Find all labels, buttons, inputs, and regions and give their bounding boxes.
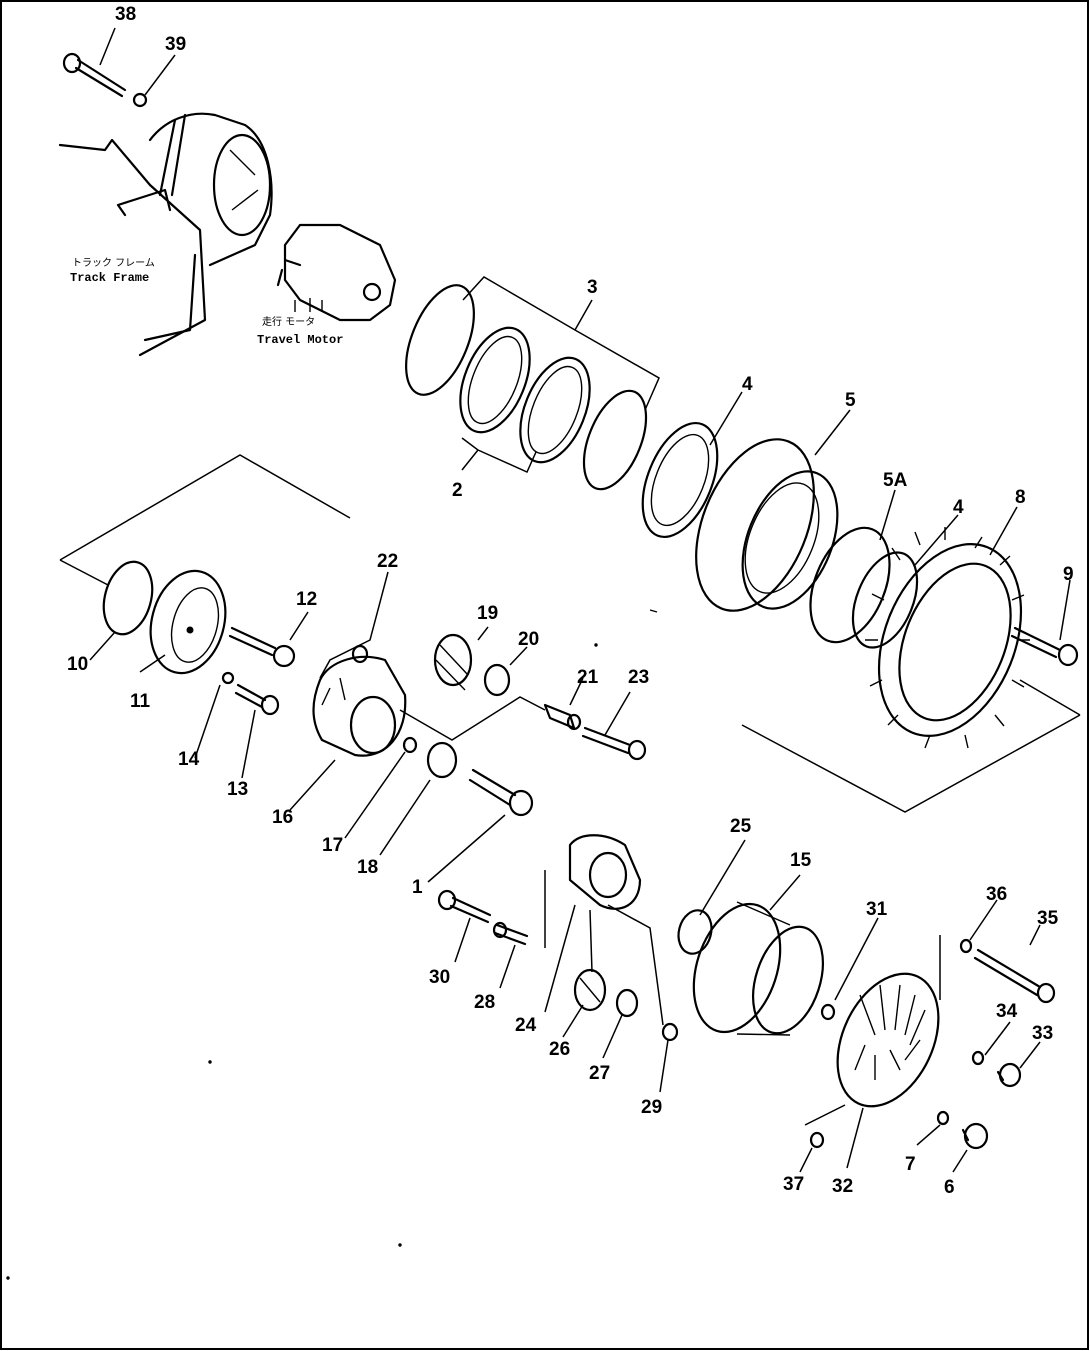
label-34: 34 xyxy=(996,1001,1018,1022)
leader-lines xyxy=(59,27,1081,1173)
plug-37 xyxy=(809,1131,825,1149)
track-frame-caption-jp: トラック フレーム xyxy=(72,257,155,269)
cover-11 xyxy=(149,569,227,675)
bolt-9 xyxy=(1010,626,1079,667)
label-19: 19 xyxy=(477,603,498,624)
washer-36 xyxy=(959,938,973,954)
pin-21 xyxy=(543,703,582,731)
bearing-20 xyxy=(483,663,511,697)
washer-14 xyxy=(221,671,235,685)
label-30: 30 xyxy=(429,967,450,988)
label-13: 13 xyxy=(227,779,248,800)
ring-10 xyxy=(102,560,154,636)
bolt-12 xyxy=(228,626,296,668)
ring-25 xyxy=(677,909,713,955)
label-31: 31 xyxy=(866,899,888,920)
washer-34 xyxy=(971,1050,985,1066)
label-38: 38 xyxy=(115,4,136,25)
cover-32 xyxy=(836,972,940,1108)
bearing-27 xyxy=(615,988,639,1018)
bolt-38 xyxy=(62,52,127,98)
label-14: 14 xyxy=(178,749,200,770)
plug-22 xyxy=(351,644,369,664)
hub-5 xyxy=(695,438,839,612)
label-3: 3 xyxy=(587,277,598,298)
travel-motor-caption-jp: 走行 モータ xyxy=(262,315,315,328)
plug-29 xyxy=(661,1022,679,1042)
washer-7 xyxy=(936,1110,950,1126)
label-1: 1 xyxy=(412,877,423,898)
label-10: 10 xyxy=(67,654,88,675)
bolt-35 xyxy=(973,948,1056,1004)
plug-33 xyxy=(996,1062,1022,1088)
washer-39 xyxy=(132,92,148,108)
label-17: 17 xyxy=(322,835,343,856)
carrier-16 xyxy=(312,655,407,757)
gear-19 xyxy=(433,633,473,691)
label-33: 33 xyxy=(1032,1023,1053,1044)
label-39: 39 xyxy=(165,34,186,55)
ring-gear-15 xyxy=(692,901,824,1036)
label-16: 16 xyxy=(272,807,293,828)
plug-31 xyxy=(820,1003,836,1021)
label-11: 11 xyxy=(130,691,151,712)
label-8: 8 xyxy=(1015,487,1026,508)
travel-motor-part xyxy=(276,223,397,322)
label-22: 22 xyxy=(377,551,398,572)
gear-26 xyxy=(573,968,607,1012)
label-9: 9 xyxy=(1063,564,1074,585)
bearing-18 xyxy=(426,741,458,779)
pin-28 xyxy=(492,921,529,946)
label-20: 20 xyxy=(518,629,539,650)
label-35: 35 xyxy=(1037,908,1059,929)
label-5: 5 xyxy=(845,390,856,411)
label-12: 12 xyxy=(296,589,317,610)
label-21: 21 xyxy=(577,667,599,688)
part-number-labels: 38 39 3 2 4 5 5A 4 8 9 22 19 20 12 10 11… xyxy=(67,4,1074,1198)
bolt-30 xyxy=(437,889,492,924)
shaft-1 xyxy=(468,768,534,817)
carrier-24 xyxy=(568,834,642,910)
floating-seal-group xyxy=(405,284,648,491)
label-29: 29 xyxy=(641,1097,662,1118)
label-25: 25 xyxy=(730,816,752,837)
label-36: 36 xyxy=(986,884,1007,905)
sprocket-8 xyxy=(865,527,1030,749)
washer-17 xyxy=(402,736,418,754)
label-26: 26 xyxy=(549,1039,570,1060)
label-28: 28 xyxy=(474,992,495,1013)
track-frame-caption: Track Frame xyxy=(70,271,149,285)
bearing-4-lower xyxy=(851,551,919,649)
label-32: 32 xyxy=(832,1176,853,1197)
label-23: 23 xyxy=(628,667,649,688)
label-4: 4 xyxy=(742,374,753,395)
track-frame-part xyxy=(58,112,273,357)
label-4-lower: 4 xyxy=(953,497,964,518)
bearing-4-upper xyxy=(641,421,719,539)
plug-6 xyxy=(961,1122,989,1150)
stray-marks xyxy=(6,609,658,1280)
bolt-13 xyxy=(234,683,280,716)
label-15: 15 xyxy=(790,850,812,871)
label-37: 37 xyxy=(783,1174,804,1195)
label-24: 24 xyxy=(515,1015,537,1036)
label-7: 7 xyxy=(905,1154,916,1175)
label-2: 2 xyxy=(452,480,463,501)
travel-motor-caption: Travel Motor xyxy=(257,333,343,347)
label-5A: 5A xyxy=(883,470,908,491)
label-6: 6 xyxy=(944,1177,955,1198)
label-27: 27 xyxy=(589,1063,610,1084)
label-18: 18 xyxy=(357,857,378,878)
o-ring-5A xyxy=(809,526,891,644)
bolt-23 xyxy=(581,726,647,761)
